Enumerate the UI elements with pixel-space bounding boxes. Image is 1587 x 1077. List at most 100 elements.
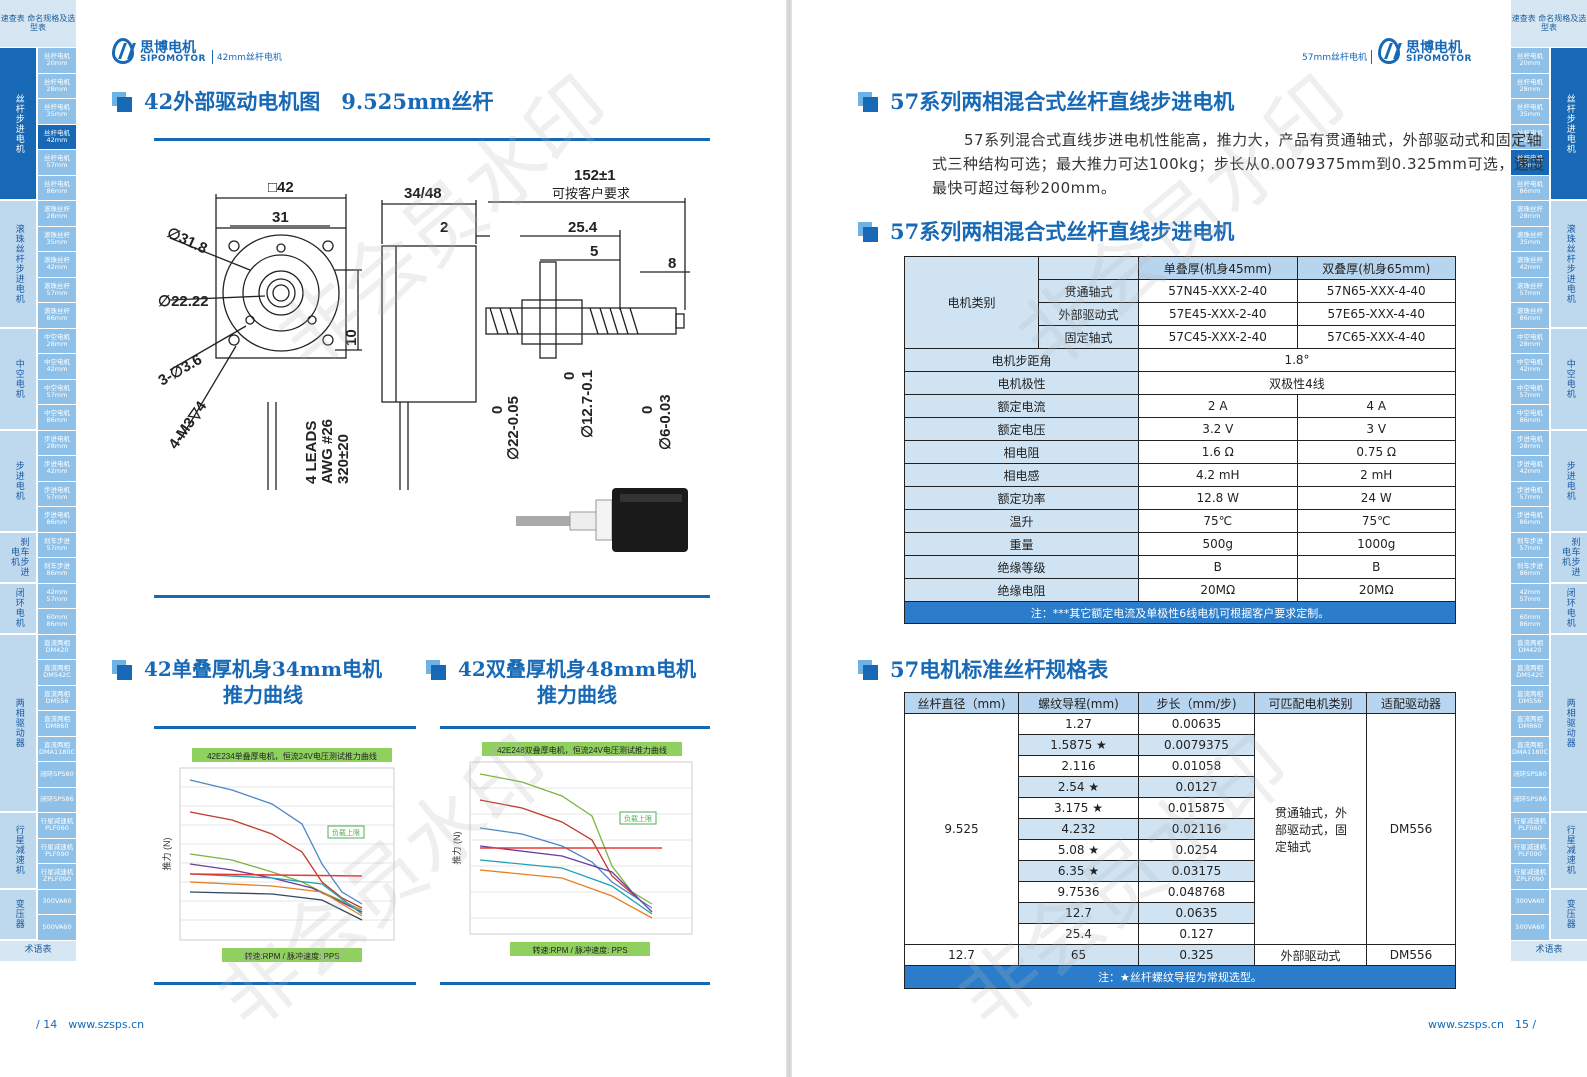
sidebar-sub-tab[interactable]: 300VA60 bbox=[1511, 889, 1549, 915]
sidebar-group-tab[interactable]: 变压器 bbox=[0, 889, 36, 941]
sidebar-sub-tab[interactable]: 中空电机28mm bbox=[38, 328, 76, 354]
screw-lead: 3.175 ★ bbox=[1018, 797, 1139, 819]
sidebar-sub-tab[interactable]: 60mm 86mm bbox=[1511, 609, 1549, 635]
sidebar-index-tab[interactable]: 速查表 命名规格及选型表 bbox=[0, 0, 76, 48]
sidebar-group-tab[interactable]: 滚珠丝杆步进电机 bbox=[1551, 201, 1587, 329]
sidebar-sub-tab[interactable]: 42mm 57mm bbox=[1511, 583, 1549, 609]
sidebar-group-tab[interactable]: 闭环电机 bbox=[0, 583, 36, 635]
sidebar-sub-tab[interactable]: 步进电机28mm bbox=[38, 430, 76, 456]
sidebar-sub-tab[interactable]: 直流两相DM860 bbox=[1511, 711, 1549, 737]
sidebar-sub-tab[interactable]: 中空电机86mm bbox=[1511, 405, 1549, 431]
sidebar-sub-tab[interactable]: 直流两相DM556 bbox=[1511, 685, 1549, 711]
sidebar-group-tab[interactable]: 刹车步进电机 bbox=[0, 532, 36, 584]
sidebar-sub-tab[interactable]: 丝杆电机86mm bbox=[1511, 175, 1549, 201]
sidebar-sub-tab[interactable]: 直流两相DMA1180C bbox=[1511, 736, 1549, 762]
sidebar-sub-tab[interactable]: 刹车步进57mm bbox=[1511, 532, 1549, 558]
sidebar-sub-tab[interactable]: 滚珠丝杆35mm bbox=[38, 226, 76, 252]
sidebar-group-tab[interactable]: 丝杆步进电机 bbox=[1551, 48, 1587, 201]
sidebar-sub-tab[interactable]: 丝杆电机42mm bbox=[38, 124, 76, 150]
sidebar-sub-tab[interactable]: 中空电机57mm bbox=[1511, 379, 1549, 405]
sidebar-sub-tab[interactable]: 闭环SPS80 bbox=[38, 762, 76, 788]
sidebar-sub-tab[interactable]: 步进电机86mm bbox=[1511, 507, 1549, 533]
section-title: 42外部驱动电机图 9.525mm丝杆 bbox=[144, 89, 494, 114]
sidebar-sub-tab[interactable]: 直流两相DM556 bbox=[38, 685, 76, 711]
sidebar-sub-tab[interactable]: 步进电机57mm bbox=[1511, 481, 1549, 507]
sidebar-sub-tab[interactable]: 中空电机57mm bbox=[38, 379, 76, 405]
sidebar-group-tab[interactable]: 闭环电机 bbox=[1551, 583, 1587, 635]
sidebar-sub-tab[interactable]: 500VA60 bbox=[1511, 915, 1549, 941]
sidebar-sub-tab[interactable]: 中空电机42mm bbox=[38, 354, 76, 380]
sidebar-sub-tab[interactable]: 丝杆电机57mm bbox=[38, 150, 76, 176]
sidebar-group-tab[interactable]: 刹车步进电机 bbox=[1551, 532, 1587, 584]
sidebar-sub-tab[interactable]: 中空电机28mm bbox=[1511, 328, 1549, 354]
sidebar-sub-tab[interactable]: 步进电机28mm bbox=[1511, 430, 1549, 456]
sidebar-group-tab[interactable]: 中空电机 bbox=[0, 328, 36, 431]
sidebar-sub-tab[interactable]: 行星减速机ZPLF090 bbox=[38, 864, 76, 890]
sidebar-sub-tab[interactable]: 滚珠丝杆86mm bbox=[1511, 303, 1549, 329]
sidebar-sub-tab[interactable]: 刹车步进86mm bbox=[1511, 558, 1549, 584]
sidebar-sub-tab[interactable]: 刹车步进86mm bbox=[38, 558, 76, 584]
sidebar-sub-tab[interactable]: 行星减速机PLF060 bbox=[1511, 813, 1549, 839]
sidebar-sub-tab[interactable]: 步进电机42mm bbox=[38, 456, 76, 482]
sidebar-sub-tab[interactable]: 丝杆电机57mm bbox=[1511, 150, 1549, 176]
sidebar-sub-tab[interactable]: 滚珠丝杆86mm bbox=[38, 303, 76, 329]
spec-cell: 75℃ bbox=[1138, 509, 1298, 533]
sidebar-sub-tab[interactable]: 直流两相DM420 bbox=[1511, 634, 1549, 660]
spec-row-label: 绝缘电阻 bbox=[904, 578, 1139, 602]
sidebar-sub-tab[interactable]: 丝杆电机20mm bbox=[1511, 48, 1549, 74]
sidebar-group-tab[interactable]: 中空电机 bbox=[1551, 328, 1587, 431]
sidebar-group-tab[interactable]: 变压器 bbox=[1551, 889, 1587, 941]
sidebar-group-tab[interactable]: 两相驱动器 bbox=[1551, 634, 1587, 813]
sidebar-sub-tab[interactable]: 直流两相DMA1180C bbox=[38, 736, 76, 762]
sidebar-group-tab[interactable]: 两相驱动器 bbox=[0, 634, 36, 813]
sidebar-sub-tab[interactable]: 行星减速机ZPLF090 bbox=[1511, 864, 1549, 890]
sidebar-sub-tab[interactable]: 直流两相DM860 bbox=[38, 711, 76, 737]
sidebar-sub-tab[interactable]: 丝杆电机28mm bbox=[38, 73, 76, 99]
sidebar-sub-tab[interactable]: 60mm 86mm bbox=[38, 609, 76, 635]
sidebar-sub-tab[interactable]: 滚珠丝杆57mm bbox=[38, 277, 76, 303]
sidebar-sub-tab[interactable]: 丝杆电机86mm bbox=[38, 175, 76, 201]
sidebar-sub-tab[interactable]: 刹车步进57mm bbox=[38, 532, 76, 558]
sidebar-sub-tab[interactable]: 丝杆电机35mm bbox=[1511, 99, 1549, 125]
sidebar-sub-tab[interactable]: 直流两相DM542C bbox=[38, 660, 76, 686]
sidebar-sub-tab[interactable]: 中空电机86mm bbox=[38, 405, 76, 431]
sidebar-sub-tab[interactable]: 丝杆电机28mm bbox=[1511, 73, 1549, 99]
sidebar-sub-tab[interactable]: 丝杆电机20mm bbox=[38, 48, 76, 74]
sidebar-sub-tab[interactable]: 闭环SPS86 bbox=[38, 787, 76, 813]
sidebar-sub-tab[interactable]: 行星减速机PLF060 bbox=[38, 813, 76, 839]
sidebar-glossary-tab[interactable]: 术语表 bbox=[1511, 940, 1587, 961]
sidebar-sub-tab[interactable]: 500VA60 bbox=[38, 915, 76, 941]
sidebar-sub-tab[interactable]: 滚珠丝杆57mm bbox=[1511, 277, 1549, 303]
sidebar-sub-tab[interactable]: 直流两相DM542C bbox=[1511, 660, 1549, 686]
sidebar-sub-tab[interactable]: 滚珠丝杆42mm bbox=[38, 252, 76, 278]
sidebar-sub-tab[interactable]: 滚珠丝杆42mm bbox=[1511, 252, 1549, 278]
sidebar-sub-tab[interactable]: 300VA60 bbox=[38, 889, 76, 915]
spec-cell: 双极性4线 bbox=[1138, 371, 1456, 395]
sidebar-group-tab[interactable]: 行星减速机 bbox=[1551, 813, 1587, 890]
sidebar-group-tab[interactable]: 步进电机 bbox=[1551, 430, 1587, 533]
sidebar-sub-tab[interactable]: 步进电机57mm bbox=[38, 481, 76, 507]
sidebar-glossary-tab[interactable]: 术语表 bbox=[0, 940, 76, 961]
sidebar-sub-tab[interactable]: 行星减速机PLF090 bbox=[1511, 838, 1549, 864]
sidebar-sub-tab[interactable]: 丝杆电机42mm bbox=[1511, 124, 1549, 150]
sidebar-index-tab[interactable]: 速查表 命名规格及选型表 bbox=[1511, 0, 1587, 48]
sidebar-sub-tab[interactable]: 步进电机86mm bbox=[38, 507, 76, 533]
sidebar-sub-tab[interactable]: 滚珠丝杆35mm bbox=[1511, 226, 1549, 252]
sidebar-sub-tab[interactable]: 滚珠丝杆28mm bbox=[38, 201, 76, 227]
sidebar-sub-tab[interactable]: 行星减速机PLF090 bbox=[38, 838, 76, 864]
sidebar-sub-tab[interactable]: 滚珠丝杆28mm bbox=[1511, 201, 1549, 227]
sidebar-sub-tab[interactable]: 丝杆电机35mm bbox=[38, 99, 76, 125]
sidebar-sub-tab[interactable]: 闭环SPS80 bbox=[1511, 762, 1549, 788]
sidebar-group-tab[interactable]: 滚珠丝杆步进电机 bbox=[0, 201, 36, 329]
sidebar-sub-tab[interactable]: 闭环SPS86 bbox=[1511, 787, 1549, 813]
sidebar-sub-tab[interactable]: 中空电机42mm bbox=[1511, 354, 1549, 380]
sidebar-group-tab[interactable]: 步进电机 bbox=[0, 430, 36, 533]
sidebar-group-tab[interactable]: 丝杆步进电机 bbox=[0, 48, 36, 201]
sidebar-sub-tab[interactable]: 步进电机42mm bbox=[1511, 456, 1549, 482]
sidebar-group-tab[interactable]: 行星减速机 bbox=[0, 813, 36, 890]
screw-lead: 6.35 ★ bbox=[1018, 860, 1139, 882]
sidebar-sub-tab[interactable]: 42mm 57mm bbox=[38, 583, 76, 609]
sidebar-sub-tab[interactable]: 直流两相DM420 bbox=[38, 634, 76, 660]
spec-cell: 500g bbox=[1138, 532, 1298, 556]
